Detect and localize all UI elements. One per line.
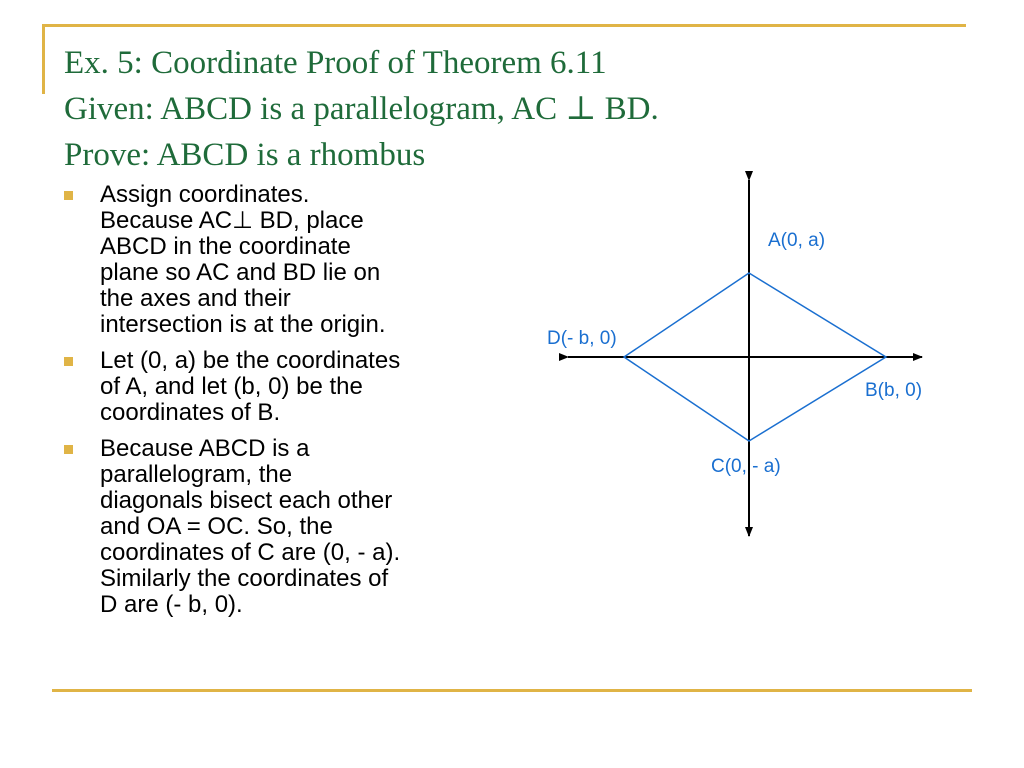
bottom-accent-rule [52, 689, 972, 692]
title-line-3: Prove: ABCD is a rhombus [64, 137, 426, 173]
bullet-text: Because ABCD is a parallelogram, the dia… [100, 435, 401, 618]
bullet-item: Let (0, a) be the coordinates of A, and … [62, 348, 502, 426]
slide-title: Ex. 5: Coordinate Proof of Theorem 6.11 … [64, 40, 659, 178]
point-b-label: B(b, 0) [865, 380, 922, 401]
point-d-label: D(- b, 0) [547, 328, 617, 349]
square-bullet-icon [64, 191, 73, 200]
left-accent-rule [42, 24, 45, 94]
top-accent-rule [42, 24, 966, 27]
bullet-text: Assign coordinates. Because AC⊥ BD, plac… [100, 181, 386, 338]
point-a-label: A(0, a) [768, 230, 825, 251]
point-c-label: C(0, - a) [711, 456, 781, 477]
square-bullet-icon [64, 357, 73, 366]
title-line-2: Given: ABCD is a parallelogram, AC ⊥ BD. [64, 91, 659, 127]
bullet-item: Assign coordinates. Because AC⊥ BD, plac… [62, 182, 502, 338]
title-line-1: Ex. 5: Coordinate Proof of Theorem 6.11 [64, 45, 607, 81]
rhombus-abcd [622, 272, 888, 442]
bullet-item: Because ABCD is a parallelogram, the dia… [62, 436, 502, 618]
bullet-list: Assign coordinates. Because AC⊥ BD, plac… [62, 182, 502, 628]
bullet-text: Let (0, a) be the coordinates of A, and … [100, 347, 401, 426]
square-bullet-icon [64, 445, 73, 454]
